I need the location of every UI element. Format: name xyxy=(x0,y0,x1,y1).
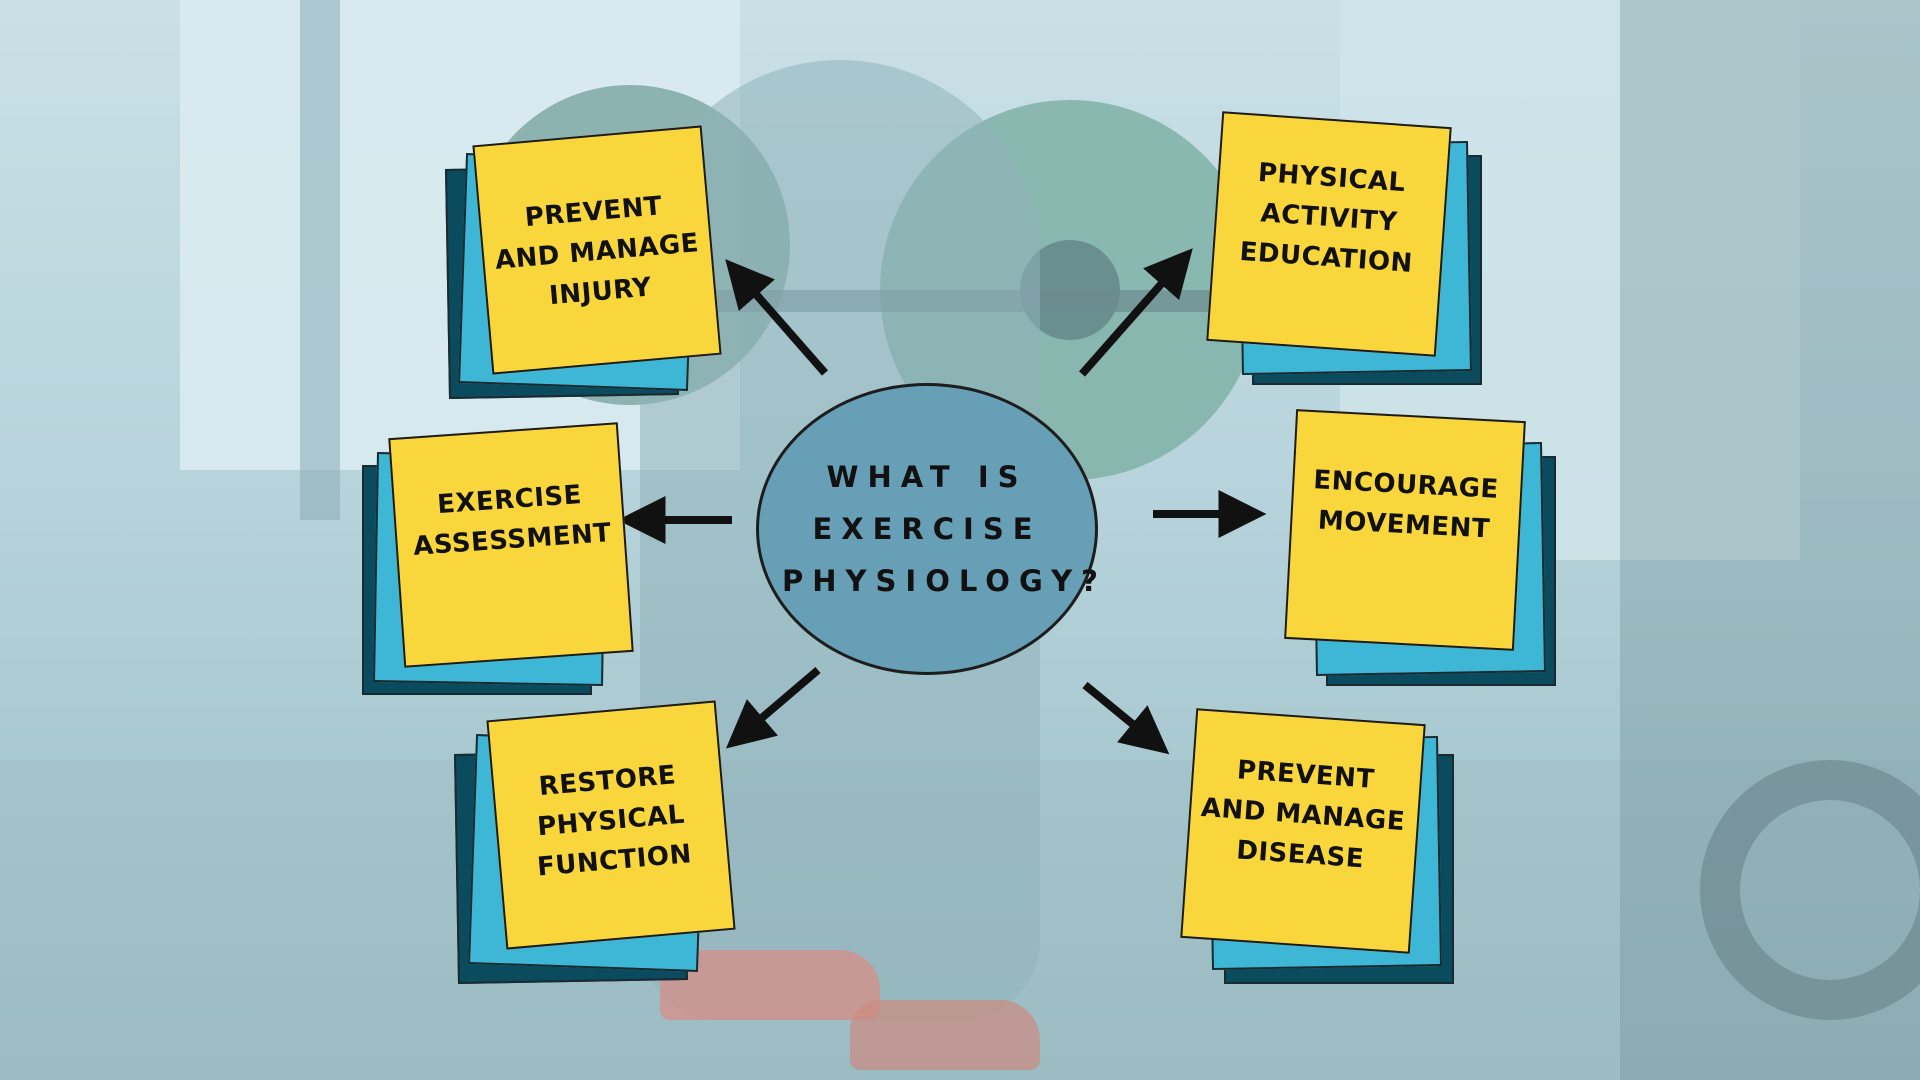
note-prevent-manage-disease: PREVENT AND MANAGE DISEASE xyxy=(1180,708,1454,984)
athlete-shoe xyxy=(850,1000,1040,1070)
note-restore-physical-function: RESTORE PHYSICAL FUNCTION xyxy=(454,700,736,984)
note-physical-activity-education: PHYSICAL ACTIVITY EDUCATION xyxy=(1206,111,1482,385)
note-label: PREVENT AND MANAGE INJURY xyxy=(493,191,701,312)
note-label: PHYSICAL ACTIVITY EDUCATION xyxy=(1238,157,1414,279)
central-topic-title: WHAT IS EXERCISE PHYSIOLOGY? xyxy=(782,460,1107,598)
note-label: EXERCISE ASSESSMENT xyxy=(412,480,613,562)
note-label: RESTORE PHYSICAL FUNCTION xyxy=(535,760,693,883)
note-label: ENCOURAGE MOVEMENT xyxy=(1312,465,1500,545)
note-label: PREVENT AND MANAGE DISEASE xyxy=(1199,755,1407,875)
note-encourage-movement: ENCOURAGE MOVEMENT xyxy=(1284,409,1556,686)
note-exercise-assessment: EXERCISE ASSESSMENT xyxy=(362,422,634,695)
central-topic-ellipse: WHAT IS EXERCISE PHYSIOLOGY? xyxy=(756,383,1098,675)
note-prevent-manage-injury: PREVENT AND MANAGE INJURY xyxy=(445,125,722,399)
background-pillar xyxy=(300,0,340,520)
